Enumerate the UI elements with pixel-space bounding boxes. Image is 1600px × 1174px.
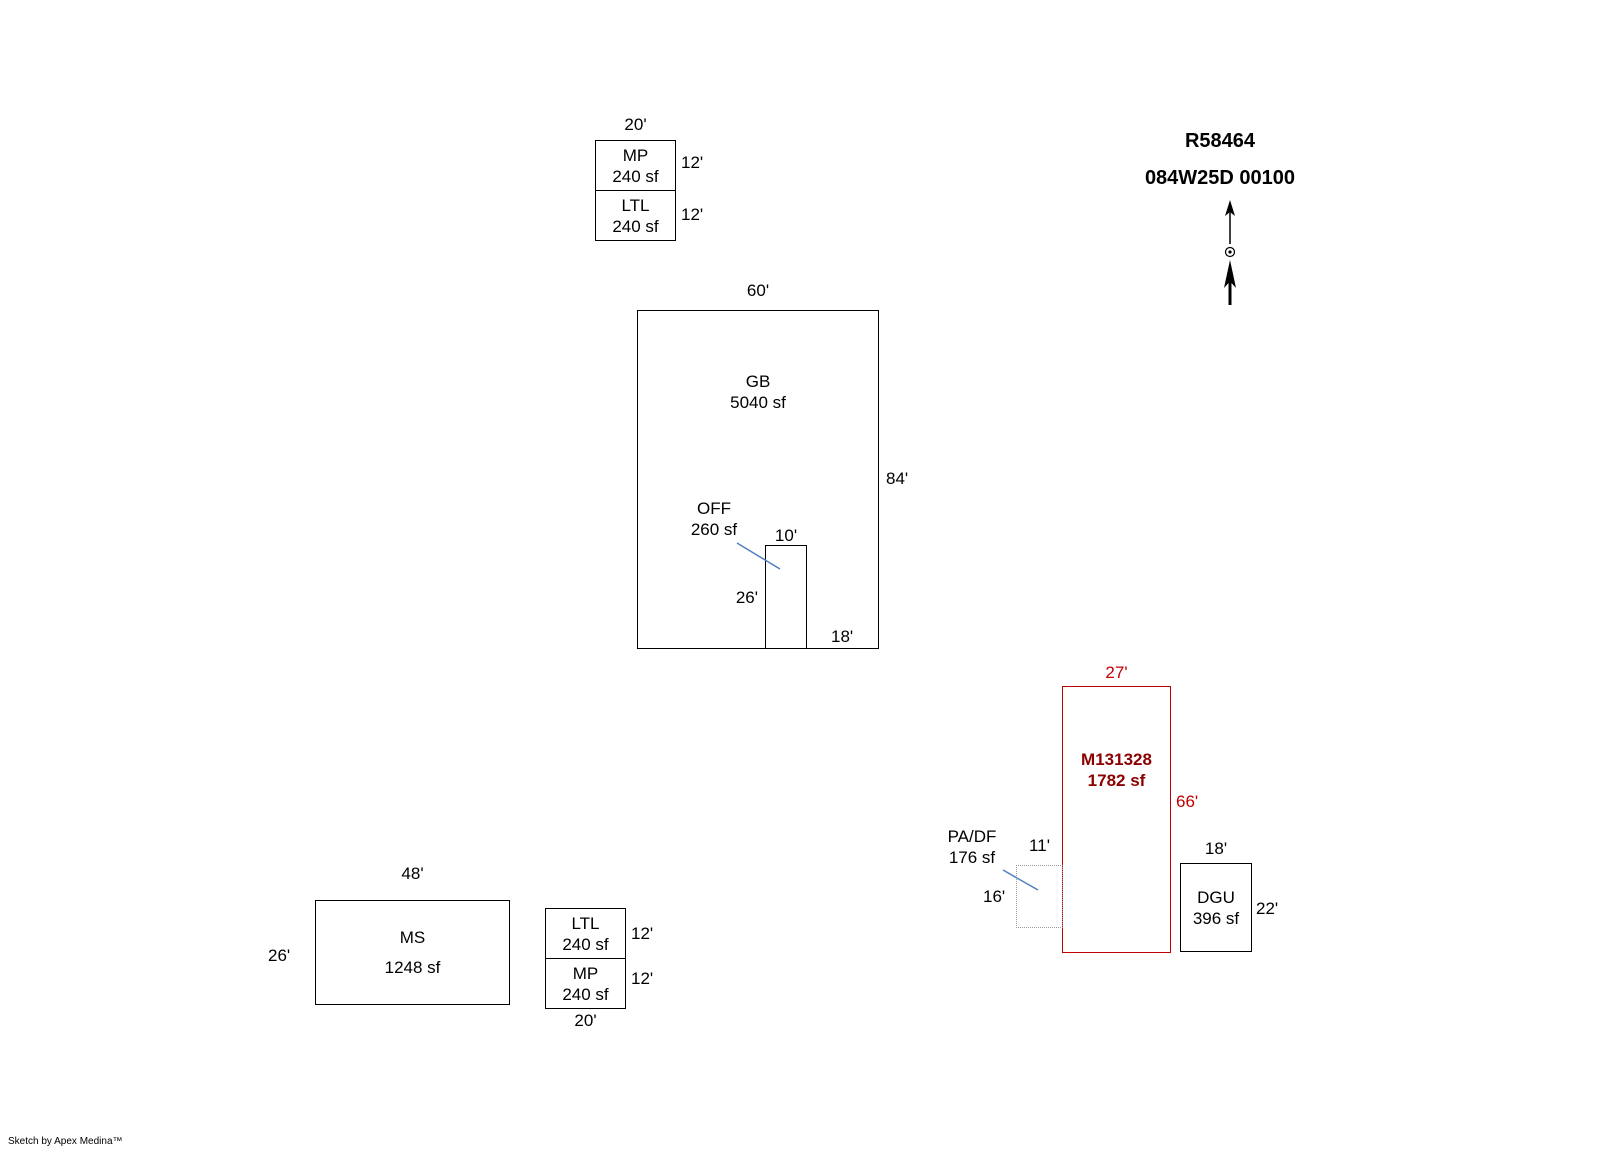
- parcel-id: 084W25D 00100: [1144, 167, 1296, 189]
- dgu-outline: DGU 396 sf: [1180, 863, 1252, 952]
- gb-bottom-dim: 18': [831, 627, 854, 646]
- ms-outline: MS 1248 sf: [315, 900, 510, 1005]
- ltl-lower-name: LTL: [571, 913, 600, 933]
- mp-lower-height-dim: 12': [631, 969, 654, 988]
- gb-width-dim: 60': [746, 281, 770, 300]
- dgu-width-dim: 18': [1204, 839, 1228, 858]
- ltl-lower-label: LTL 240 sf: [546, 909, 625, 958]
- ms-name: MS: [399, 928, 426, 947]
- m131328-height-dim: 66': [1176, 792, 1199, 811]
- mp-lower-outline: MP 240 sf: [545, 958, 626, 1009]
- sketch-credit: Sketch by Apex Medina™: [8, 1136, 123, 1147]
- padf-name: PA/DF: [947, 827, 997, 846]
- dgu-name: DGU: [1197, 887, 1235, 907]
- account-id: R58464: [1184, 130, 1256, 152]
- ms-area: 1248 sf: [384, 958, 441, 977]
- mp-upper-width-dim: 20': [624, 115, 647, 134]
- m131328-outline: [1062, 686, 1171, 953]
- off-height-dim: 26': [735, 588, 758, 607]
- off-area: 260 sf: [690, 520, 738, 539]
- ltl-lower-outline: LTL 240 sf: [545, 908, 626, 959]
- ltl-lower-height-dim: 12': [631, 924, 654, 943]
- off-name: OFF: [697, 499, 731, 518]
- padf-width-dim: 11': [1029, 836, 1050, 855]
- dgu-area: 396 sf: [1192, 908, 1240, 928]
- padf-label: PA/DF 176 sf: [939, 826, 1005, 868]
- ltl-upper-name: LTL: [621, 195, 650, 215]
- ltl-upper-label: LTL 240 sf: [596, 191, 675, 240]
- mp-lower-name: MP: [572, 963, 599, 983]
- off-label: OFF 260 sf: [672, 498, 756, 540]
- mp-upper-height-dim: 12': [681, 153, 704, 172]
- gb-area: 5040 sf: [730, 393, 786, 412]
- off-width-dim: 10': [774, 526, 798, 545]
- mp-lower-area: 240 sf: [562, 984, 609, 1004]
- mp-upper-outline: MP 240 sf: [595, 140, 676, 191]
- padf-area: 176 sf: [948, 848, 996, 867]
- gb-label: GB 5040 sf: [637, 371, 879, 413]
- ltl-upper-height-dim: 12': [681, 205, 704, 224]
- padf-outline: [1016, 865, 1063, 928]
- mp-upper-label: MP 240 sf: [596, 141, 675, 190]
- ltl-lower-area: 240 sf: [562, 934, 609, 954]
- mp-lower-width-dim: 20': [574, 1011, 597, 1030]
- ltl-upper-area: 240 sf: [612, 216, 659, 236]
- ms-width-dim: 48': [401, 864, 424, 883]
- m131328-name: M131328: [1081, 750, 1152, 769]
- off-outline: [765, 545, 807, 649]
- ms-height-dim: 26': [268, 946, 291, 965]
- m131328-width-dim: 27': [1105, 663, 1128, 682]
- mp-upper-name: MP: [622, 145, 649, 165]
- gb-height-dim: 84': [886, 469, 909, 488]
- ms-label: MS 1248 sf: [316, 901, 509, 1004]
- m131328-area: 1782 sf: [1087, 771, 1146, 790]
- mp-upper-area: 240 sf: [612, 166, 659, 186]
- dgu-height-dim: 22': [1256, 899, 1279, 918]
- north-arrow-icon: [1224, 200, 1236, 305]
- gb-outline: [637, 310, 879, 649]
- gb-name: GB: [745, 372, 771, 391]
- padf-height-dim: 16': [983, 887, 1006, 906]
- ltl-upper-outline: LTL 240 sf: [595, 190, 676, 241]
- mp-lower-label: MP 240 sf: [546, 959, 625, 1008]
- dgu-label: DGU 396 sf: [1181, 864, 1251, 951]
- m131328-label: M131328 1782 sf: [1062, 749, 1171, 791]
